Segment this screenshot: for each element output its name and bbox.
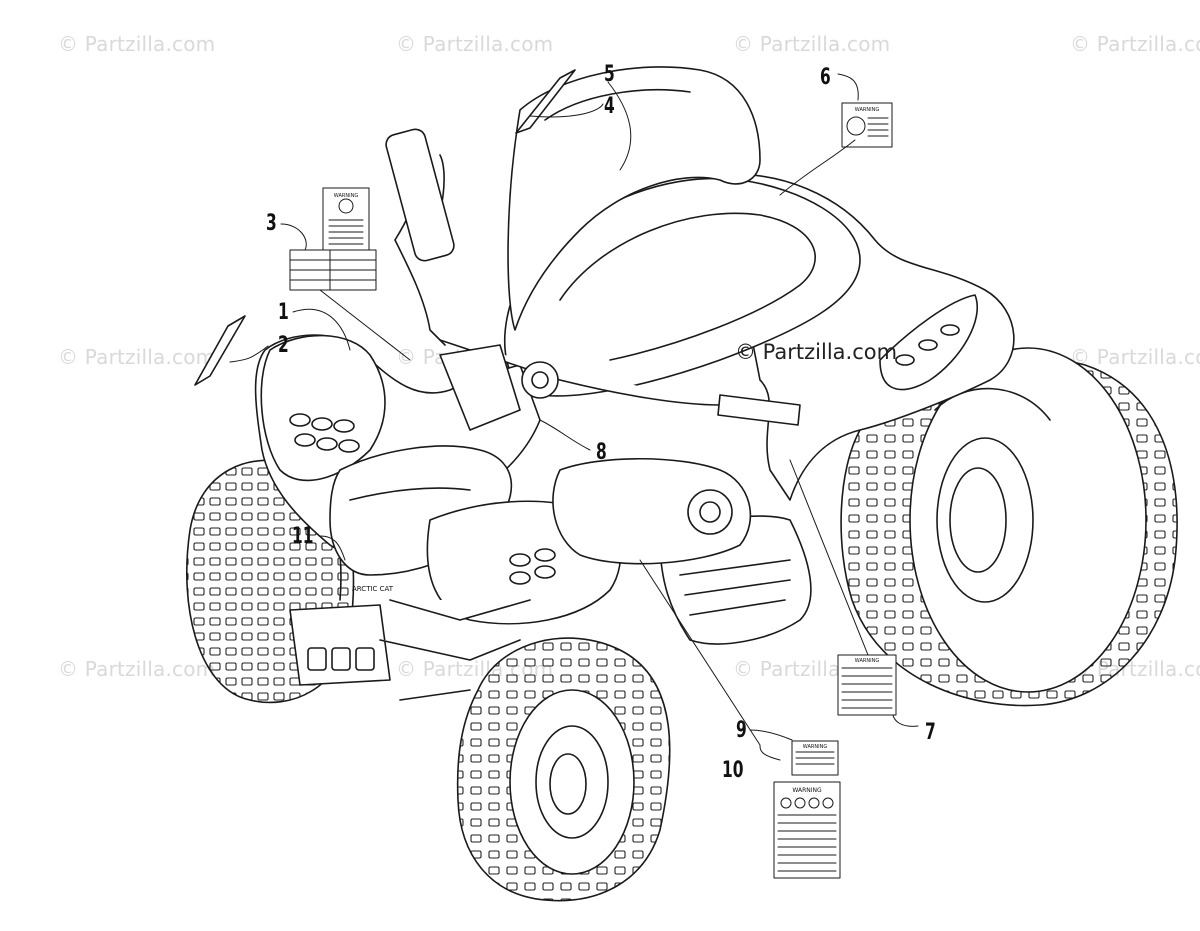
grille-badge-text: ARCTIC CAT [352, 585, 394, 593]
watermark: © Partzilla.com [1070, 32, 1200, 56]
callout-5: 5 [604, 62, 615, 87]
watermark-center: © Partzilla.com [735, 340, 898, 364]
decal-label-9 [791, 740, 839, 776]
callout-3: 3 [266, 211, 277, 236]
watermark: © Partzilla.com [58, 657, 216, 681]
watermark: © Partzilla.com [58, 32, 216, 56]
watermark: © Partzilla.com [396, 32, 554, 56]
rear-right-wheel [840, 347, 1178, 707]
leader-lines [229, 73, 919, 761]
decal-warning-text: WARNING [792, 787, 822, 794]
callout-11: 11 [292, 524, 314, 549]
watermark: © Partzilla.com [58, 345, 216, 369]
callout-8: 8 [596, 440, 607, 465]
decal-warning-text: WARNING [855, 658, 880, 664]
decal-strip-4 [515, 69, 576, 134]
atv-body [254, 66, 1015, 701]
decal-warning-text: WARNING [855, 107, 880, 113]
callout-2: 2 [278, 333, 289, 358]
decal-label-3b [289, 249, 377, 291]
watermark: © Partzilla.com [733, 32, 891, 56]
callout-1: 1 [278, 300, 289, 325]
decal-strip-2 [194, 315, 246, 386]
decal-label-6 [841, 102, 893, 148]
decal-warning-text: WARNING [334, 193, 359, 199]
watermark: © Partzilla.com [1070, 345, 1200, 369]
callout-6: 6 [820, 65, 831, 90]
callout-10: 10 [722, 758, 744, 783]
decal-label-7 [837, 654, 897, 716]
decal-label-3a [322, 187, 370, 251]
callout-4: 4 [604, 94, 615, 119]
decal-label-10 [773, 781, 841, 879]
callout-7: 7 [925, 720, 936, 745]
callout-9: 9 [736, 718, 747, 743]
front-right-wheel [456, 637, 671, 902]
decal-warning-text: WARNING [803, 744, 828, 750]
